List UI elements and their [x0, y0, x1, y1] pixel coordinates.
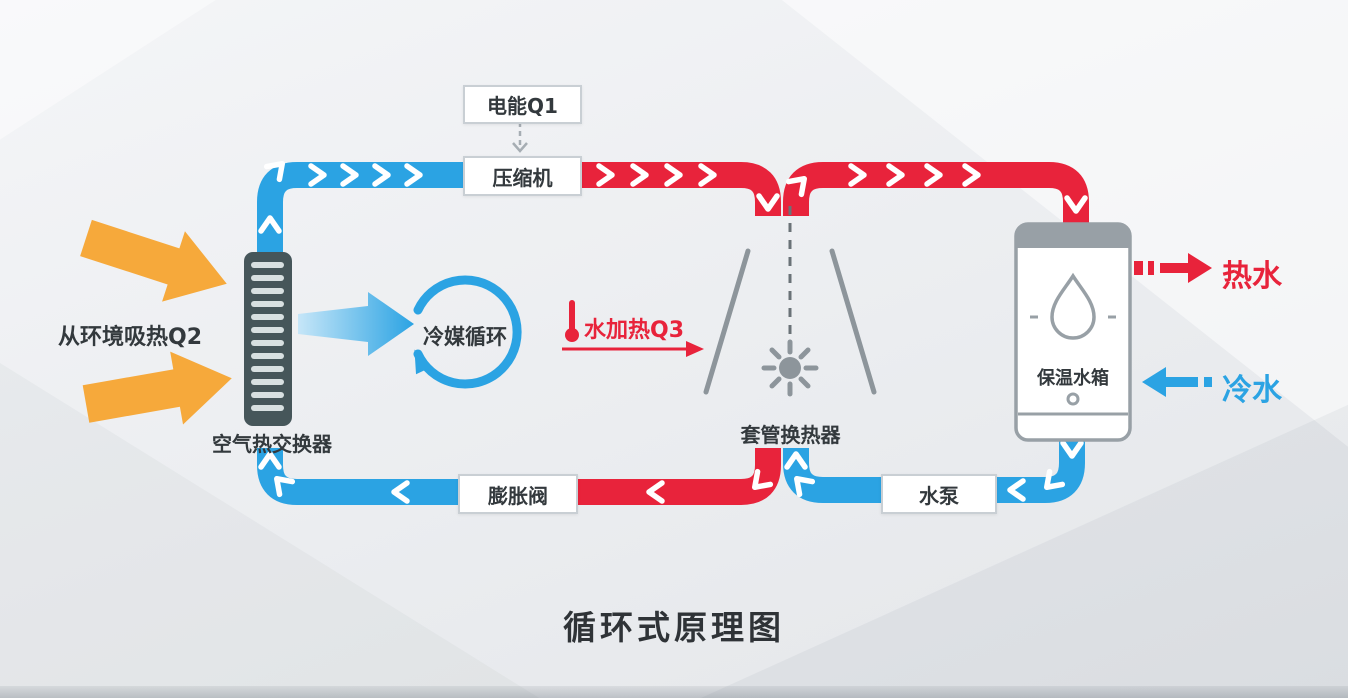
- storage-tank-label: 保温水箱: [1037, 368, 1109, 389]
- pipe-compressor-to-exchanger: [574, 162, 781, 216]
- ambient-heat-arrow-icon: [80, 219, 227, 302]
- water-drop-icon: [1050, 272, 1096, 340]
- compressor-box: 压缩机: [463, 156, 582, 196]
- ambient-heat-arrow-icon: [82, 351, 232, 425]
- air-heat-exchanger-icon: [244, 252, 292, 426]
- chevron-down-icon: [512, 142, 528, 153]
- expansion-valve-box: 膨胀阀: [458, 474, 578, 514]
- pipe-tank-to-pump: [990, 428, 1085, 503]
- pipe-exchanger-to-valve: [572, 448, 781, 505]
- heat-transfer-arrow-icon: [298, 292, 414, 356]
- tube-heat-exchanger-label: 套管换热器: [740, 423, 841, 447]
- hot-water-label: 热水: [1222, 259, 1282, 294]
- cold-water-arrow-icon: [1142, 367, 1212, 397]
- electric-energy-connector: [512, 122, 528, 153]
- pipe-pump-to-exchanger: [783, 448, 886, 503]
- ambient-heat-arrows: [80, 219, 232, 425]
- heat-exchange-sun-icon: [761, 339, 819, 397]
- water-heating-arrow: [562, 300, 704, 357]
- air-heat-exchanger-label: 空气热交换器: [212, 432, 332, 456]
- water-heating-label: 水加热Q3: [584, 318, 685, 343]
- refrigerant-cycle-label: 冷媒循环: [423, 325, 507, 349]
- page-title: 循环式原理图: [563, 608, 785, 647]
- bottom-edge-strip: [0, 686, 1348, 698]
- electric-energy-box: 电能Q1: [463, 85, 582, 124]
- tube-heat-exchanger-icon: [703, 206, 877, 397]
- hot-water-arrow-icon: [1134, 253, 1212, 283]
- thermometer-icon: [565, 300, 579, 342]
- env-heat-label: 从环境吸热Q2: [58, 325, 203, 350]
- pipe-evaporator-to-compressor: [257, 162, 482, 260]
- water-tank-icon: [1014, 222, 1132, 442]
- cold-water-label: 冷水: [1222, 373, 1282, 408]
- water-pump-box: 水泵: [881, 474, 997, 514]
- refrigerant-cycle-arrow-icon: [413, 275, 522, 389]
